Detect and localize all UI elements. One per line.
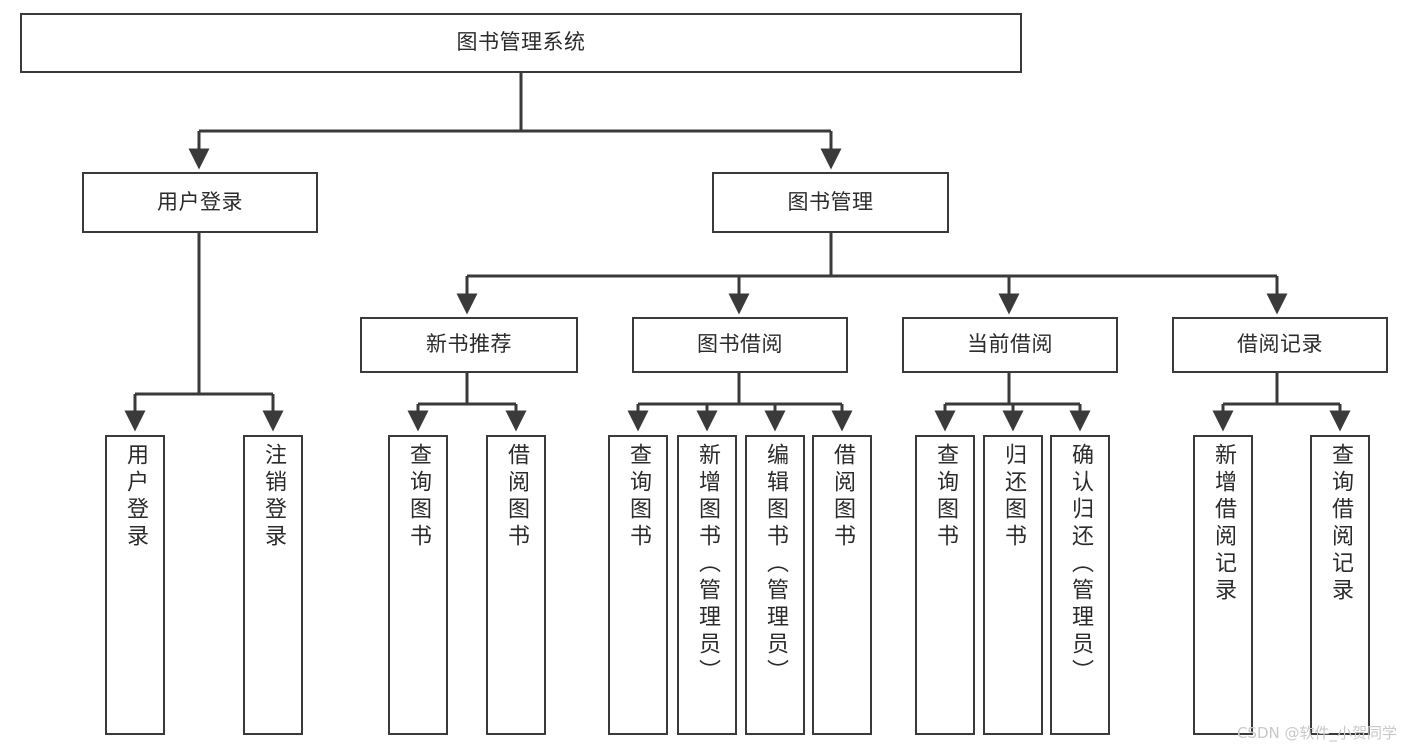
- node-leaf-borrow-borrow-book[interactable]: 借阅图书: [812, 435, 872, 735]
- node-book-borrow-label: 图书借阅: [697, 332, 783, 357]
- node-current-borrow-label: 当前借阅: [967, 332, 1053, 357]
- node-leaf-label: 用户登录: [123, 443, 148, 551]
- node-new-book-recommend-label: 新书推荐: [426, 332, 512, 357]
- node-leaf-label: 查询借阅记录: [1328, 443, 1353, 605]
- node-leaf-recommend-borrow-book[interactable]: 借阅图书: [486, 435, 546, 735]
- node-leaf-borrow-edit-book[interactable]: 编辑图书（管理员）: [745, 435, 805, 735]
- node-leaf-record-add[interactable]: 新增借阅记录: [1193, 435, 1253, 735]
- node-borrow-record[interactable]: 借阅记录: [1172, 317, 1388, 373]
- node-book-manage-label: 图书管理: [787, 189, 874, 214]
- node-leaf-label: 编辑图书（管理员）: [763, 443, 788, 686]
- node-leaf-label: 新增借阅记录: [1211, 443, 1236, 605]
- node-leaf-label: 查询图书: [406, 443, 431, 551]
- node-leaf-label: 注销登录: [261, 443, 286, 551]
- node-leaf-current-confirm-return[interactable]: 确认归还（管理员）: [1050, 435, 1110, 735]
- node-leaf-borrow-add-book[interactable]: 新增图书（管理员）: [677, 435, 737, 735]
- node-leaf-recommend-query-book[interactable]: 查询图书: [388, 435, 448, 735]
- node-new-book-recommend[interactable]: 新书推荐: [360, 317, 578, 373]
- node-leaf-current-query-book[interactable]: 查询图书: [915, 435, 975, 735]
- node-user-login[interactable]: 用户登录: [82, 172, 318, 233]
- node-leaf-label: 借阅图书: [504, 443, 529, 551]
- node-leaf-user-login-signin[interactable]: 用户登录: [105, 435, 165, 735]
- node-root-label: 图书管理系统: [456, 30, 586, 55]
- node-borrow-record-label: 借阅记录: [1237, 332, 1323, 357]
- node-root[interactable]: 图书管理系统: [20, 13, 1022, 73]
- node-leaf-label: 归还图书: [1001, 443, 1026, 551]
- node-leaf-label: 查询图书: [626, 443, 651, 551]
- node-leaf-label: 确认归还（管理员）: [1068, 443, 1093, 686]
- node-leaf-record-query[interactable]: 查询借阅记录: [1310, 435, 1370, 735]
- node-book-borrow[interactable]: 图书借阅: [632, 317, 848, 373]
- node-leaf-user-login-signout[interactable]: 注销登录: [243, 435, 303, 735]
- node-leaf-borrow-query-book[interactable]: 查询图书: [608, 435, 668, 735]
- node-leaf-current-return-book[interactable]: 归还图书: [983, 435, 1043, 735]
- node-leaf-label: 借阅图书: [830, 443, 855, 551]
- node-leaf-label: 查询图书: [933, 443, 958, 551]
- node-leaf-label: 新增图书（管理员）: [695, 443, 720, 686]
- node-user-login-label: 用户登录: [157, 189, 243, 214]
- watermark-text: CSDN @软件_小贺同学: [1236, 724, 1397, 742]
- node-current-borrow[interactable]: 当前借阅: [902, 317, 1118, 373]
- node-book-manage[interactable]: 图书管理: [712, 172, 949, 233]
